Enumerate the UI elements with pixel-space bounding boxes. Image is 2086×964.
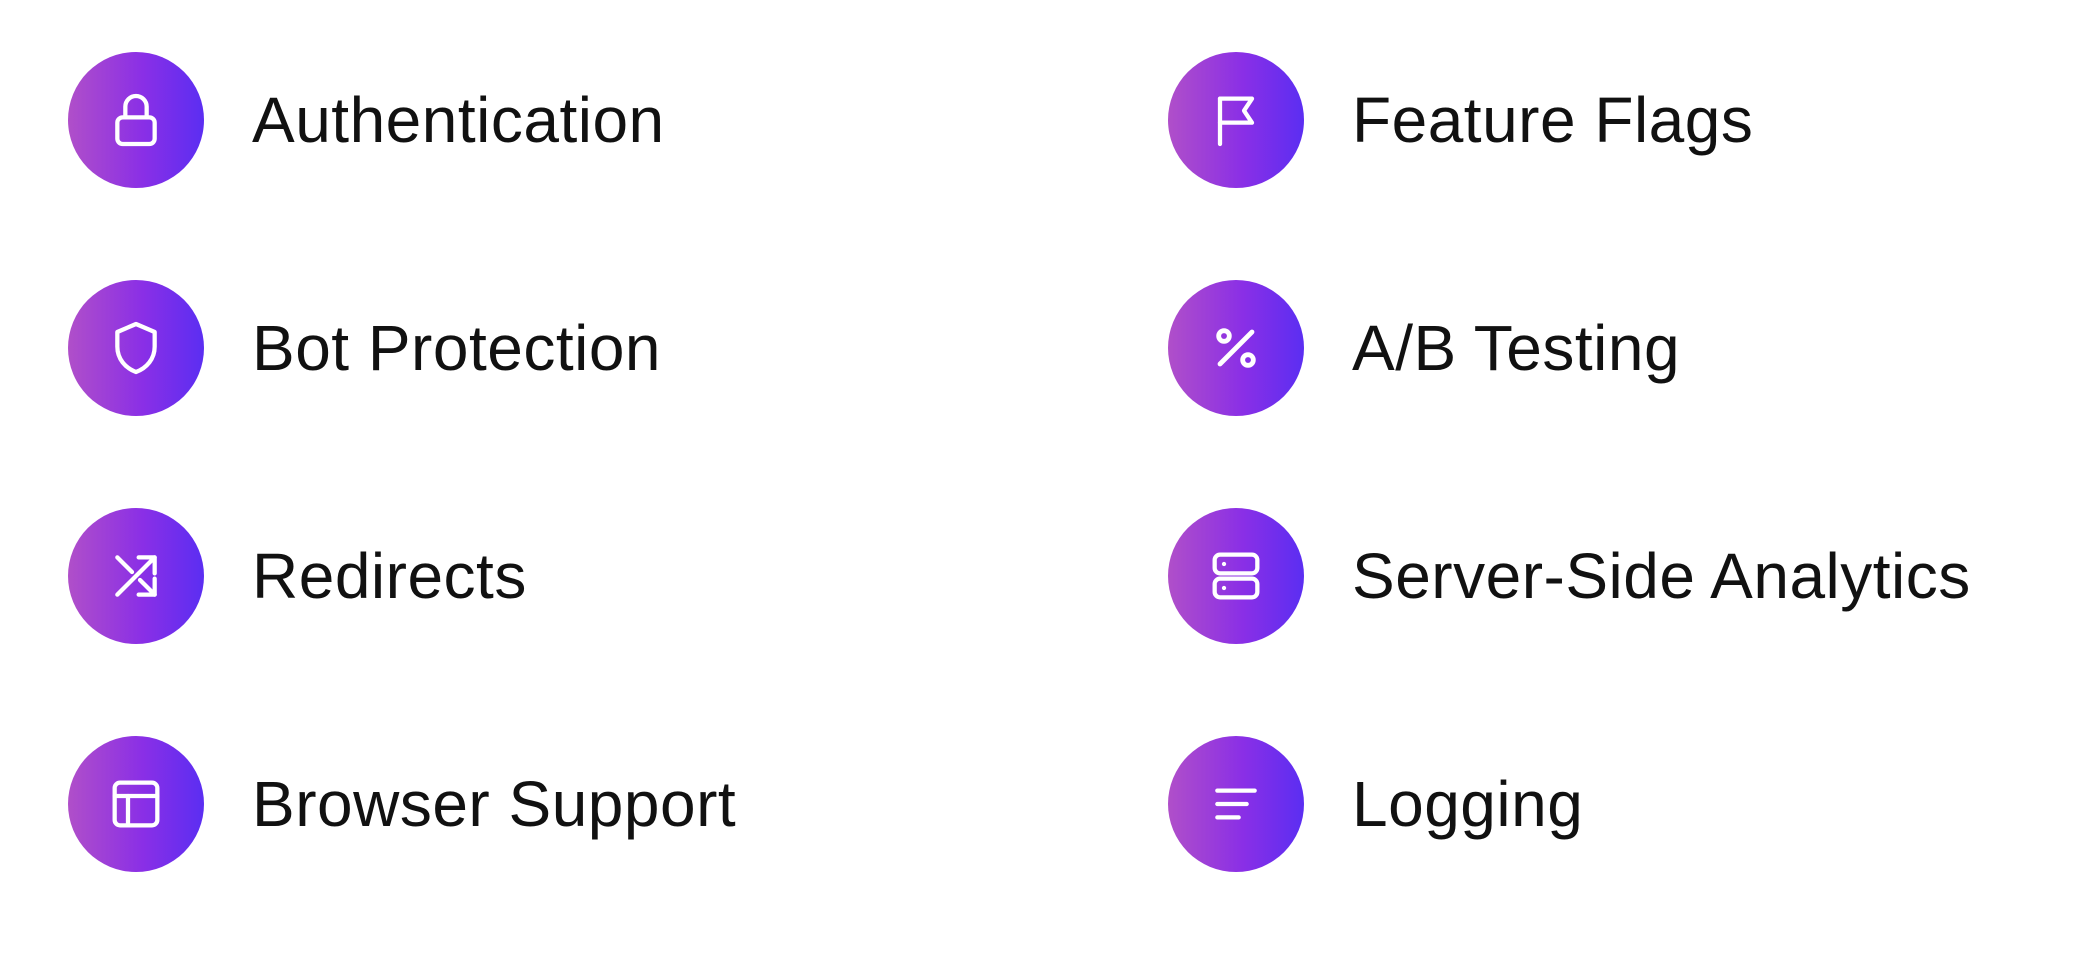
feature-label: Redirects bbox=[252, 540, 527, 612]
feature-bot-protection: Bot Protection bbox=[68, 280, 1168, 416]
feature-browser-support: Browser Support bbox=[68, 736, 1168, 872]
feature-grid: Authentication Feature Flags Bot Protect… bbox=[68, 52, 2068, 964]
flag-icon bbox=[1168, 52, 1304, 188]
feature-feature-flags: Feature Flags bbox=[1168, 52, 2068, 188]
feature-label: Browser Support bbox=[252, 768, 737, 840]
feature-label: Logging bbox=[1352, 768, 1584, 840]
feature-server-side-analytics: Server-Side Analytics bbox=[1168, 508, 2068, 644]
feature-logging: Logging bbox=[1168, 736, 2068, 872]
lock-icon bbox=[68, 52, 204, 188]
feature-label: Server-Side Analytics bbox=[1352, 540, 1971, 612]
shuffle-arrows-icon bbox=[68, 508, 204, 644]
text-lines-icon bbox=[1168, 736, 1304, 872]
feature-authentication: Authentication bbox=[68, 52, 1168, 188]
feature-label: Authentication bbox=[252, 84, 665, 156]
feature-label: Feature Flags bbox=[1352, 84, 1754, 156]
layout-icon bbox=[68, 736, 204, 872]
feature-label: Bot Protection bbox=[252, 312, 661, 384]
feature-ab-testing: A/B Testing bbox=[1168, 280, 2068, 416]
server-icon bbox=[1168, 508, 1304, 644]
shield-icon bbox=[68, 280, 204, 416]
feature-label: A/B Testing bbox=[1352, 312, 1681, 384]
percent-icon bbox=[1168, 280, 1304, 416]
feature-redirects: Redirects bbox=[68, 508, 1168, 644]
